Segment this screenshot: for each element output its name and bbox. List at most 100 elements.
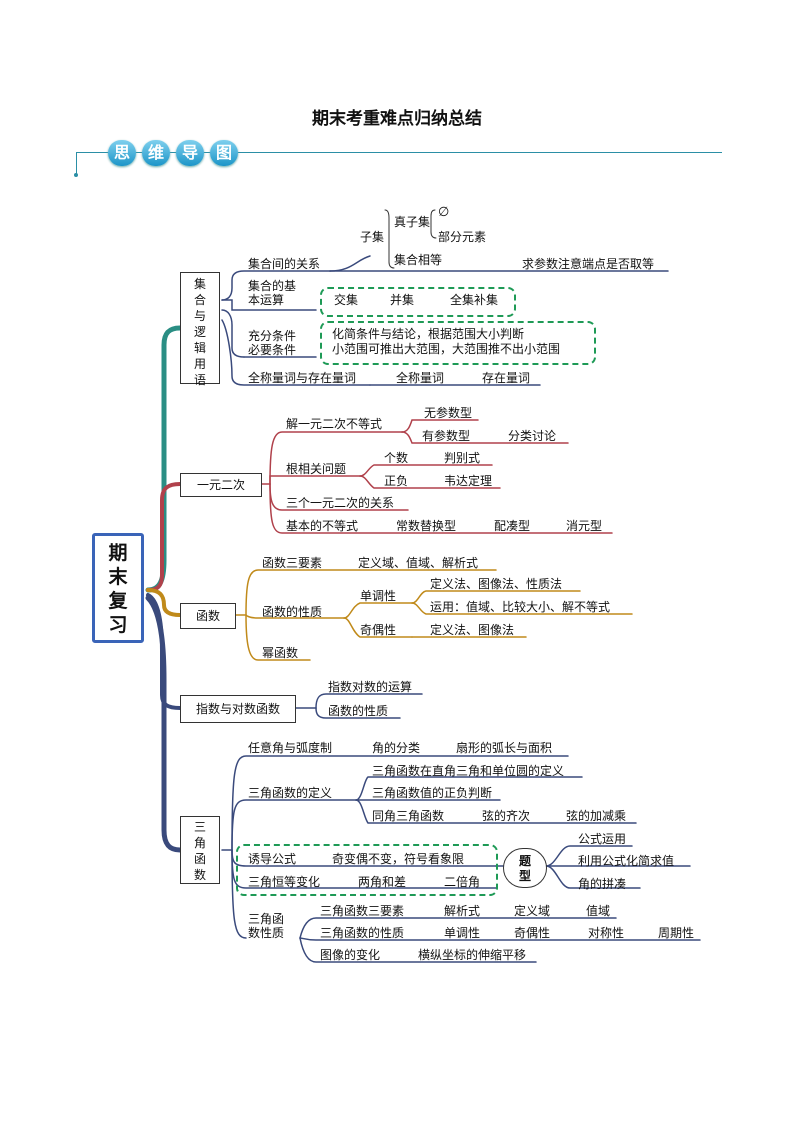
banner-dot (74, 173, 78, 177)
head-char: 集 (193, 277, 206, 291)
node-parity: 奇偶性 (360, 623, 397, 637)
node-trig-prop: 三角函 (248, 912, 285, 926)
node-intersect: 交集 (334, 293, 359, 307)
node-trig-prop-2: 数性质 (248, 926, 285, 940)
node-sign: 正负 (384, 474, 409, 488)
node-sector: 扇形的弧长与面积 (456, 741, 553, 755)
node-empty-set: ∅ (438, 205, 450, 220)
node-def-c: 同角三角函数 (372, 809, 445, 823)
node-exist: 存在量词 (482, 371, 531, 385)
head-char: 三 (193, 820, 206, 834)
node-union: 并集 (390, 293, 415, 307)
node-cond-note-2: 小范围可推出大范围，大范围推不出小范围 (332, 342, 561, 356)
cond-dashed-box (320, 321, 596, 365)
node-t-period: 周期性 (658, 926, 695, 940)
node-classify: 分类讨论 (508, 429, 557, 443)
node-identity: 三角恒等变化 (248, 875, 321, 889)
head-char: 与 (193, 309, 206, 323)
node-mono-b: 运用：值域、比较大小、解不等式 (430, 600, 611, 614)
node-vieta: 韦达定理 (444, 474, 493, 488)
banner-line (76, 152, 722, 153)
head-char: 语 (193, 373, 206, 387)
banner-char: 导 (176, 140, 204, 166)
node-angle-class: 角的分类 (372, 741, 421, 755)
section-trig: 三 角 函 数 (180, 816, 220, 884)
node-t-sym: 对称性 (588, 926, 625, 940)
node-match: 配凑型 (494, 519, 531, 533)
node-three-elements: 函数三要素 (262, 556, 323, 570)
node-power: 幂函数 (262, 646, 299, 660)
node-complement: 全集补集 (450, 293, 499, 307)
section-sets-logic: 集 合 与 逻 辑 用 语 (180, 272, 220, 387)
node-mono: 单调性 (360, 589, 397, 603)
node-partial: 部分元素 (438, 230, 487, 244)
node-shift: 横纵坐标的伸缩平移 (418, 948, 527, 962)
node-apply: 公式运用 (578, 832, 627, 846)
root-char: 期 (108, 542, 128, 564)
node-param: 有参数型 (422, 429, 471, 443)
node-simplify: 利用公式化简求值 (578, 854, 675, 868)
trunk-branch-5 (145, 595, 183, 853)
node-parity-a: 定义法、图像法 (430, 623, 515, 637)
root-char: 习 (108, 614, 128, 636)
head-char: 合 (193, 293, 206, 307)
banner-tick (76, 152, 77, 175)
node-elim: 消元型 (566, 519, 603, 533)
root-char: 复 (108, 590, 128, 612)
banner-char: 思 (108, 140, 136, 166)
root-char: 末 (108, 566, 128, 588)
node-angle: 任意角与弧度制 (248, 741, 333, 755)
node-subset: 子集 (360, 230, 385, 244)
node-mono-a: 定义法、图像法、性质法 (430, 577, 563, 591)
section-function: 函数 (180, 603, 236, 629)
trunk-branch-3 (146, 588, 182, 617)
banner-char: 图 (210, 140, 238, 166)
node-endpoint: 求参数注意端点是否取等 (522, 257, 655, 271)
node-induce-v: 奇变偶不变，符号看象限 (332, 852, 465, 866)
banner-char: 维 (142, 140, 170, 166)
node-exp-op: 指数对数的运算 (328, 680, 413, 694)
node-three-values: 定义域、值域、解析式 (358, 556, 479, 570)
head-char: 角 (193, 836, 206, 850)
node-condition: 充分条件 (248, 329, 297, 343)
node-ineq: 解一元二次不等式 (286, 417, 383, 431)
node-sum-diff: 两角和差 (358, 875, 407, 889)
node-expr: 解析式 (444, 904, 481, 918)
ops-dashed-box (320, 287, 516, 317)
head-char: 函 (193, 852, 206, 866)
node-domain: 定义域 (514, 904, 551, 918)
induce-dashed-box (236, 844, 498, 896)
head-char: 辑 (193, 341, 206, 355)
node-range: 值域 (586, 904, 611, 918)
node-combine: 角的拼凑 (578, 877, 627, 891)
node-ops: 集合的基 (248, 279, 297, 293)
node-roots: 根相关问题 (286, 462, 347, 476)
node-t-mono: 单调性 (444, 926, 481, 940)
section-quadratic: 一元二次 (180, 473, 262, 497)
question-type-oval: 题 型 (503, 848, 547, 888)
root-node: 期 末 复 习 (92, 533, 144, 643)
node-double: 二倍角 (444, 875, 481, 889)
node-quantifier: 全称量词与存在量词 (248, 371, 357, 385)
qtype-char: 型 (518, 869, 531, 883)
node-def-b: 三角函数值的正负判断 (372, 786, 493, 800)
node-proper-subset: 真子集 (394, 215, 431, 229)
node-def-c1: 弦的齐次 (482, 809, 531, 823)
node-condition-2: 必要条件 (248, 343, 297, 357)
node-tri3: 三角函数三要素 (320, 904, 405, 918)
node-tprop: 三角函数的性质 (320, 926, 405, 940)
node-basic-ineq: 基本的不等式 (286, 519, 359, 533)
head-char: 逻 (193, 325, 206, 339)
node-universal: 全称量词 (396, 371, 445, 385)
section-exp-log: 指数与对数函数 (180, 695, 296, 723)
node-ops-2: 本运算 (248, 293, 285, 307)
node-discriminant: 判别式 (444, 451, 481, 465)
node-func-prop: 函数的性质 (262, 605, 323, 619)
node-induce: 诱导公式 (248, 852, 297, 866)
node-t-odd: 奇偶性 (514, 926, 551, 940)
head-char: 用 (193, 357, 206, 371)
node-def-a: 三角函数在直角三角和单位圆的定义 (372, 764, 565, 778)
node-trig-def: 三角函数的定义 (248, 786, 333, 800)
node-three-relation: 三个一元二次的关系 (286, 496, 395, 510)
